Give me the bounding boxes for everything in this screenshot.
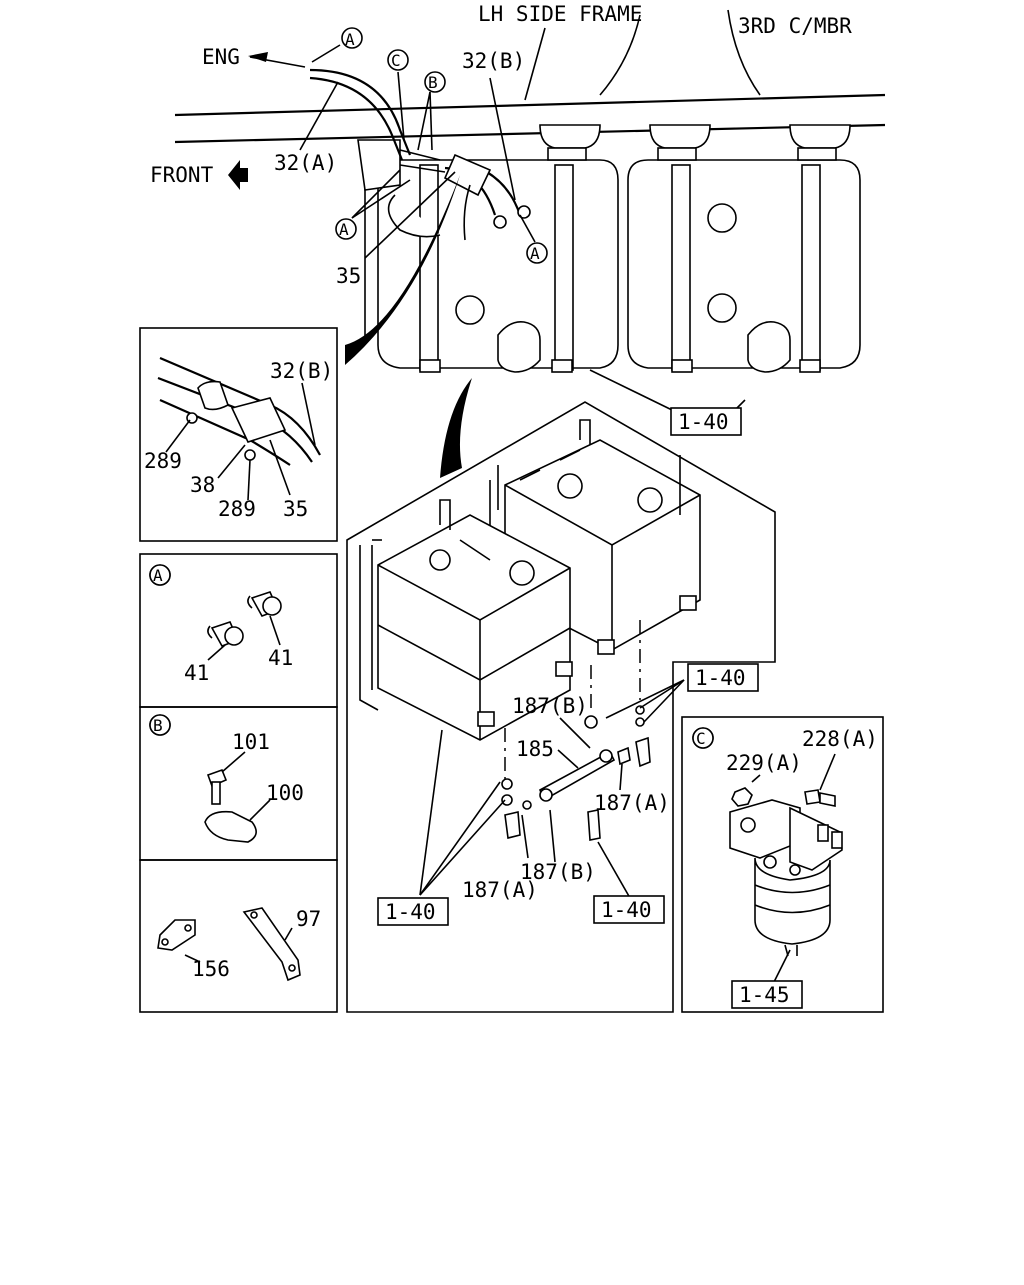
label-38: 38 [190,473,215,497]
ref-box-1-40-bottom: 1-40 [593,895,665,924]
label-187b-top: 187(B) [512,694,588,718]
tank-iso-panel [346,401,776,1013]
label-289-a: 289 [144,449,182,473]
label-185: 185 [516,737,554,761]
label-3rd-cmbr: 3RD C/MBR [738,14,852,38]
label-100: 100 [266,781,304,805]
bolt-187a-lower [587,809,601,841]
clamp-a2 [517,205,531,219]
view-pointer-arrow [440,378,472,478]
detail-panel-hoses [139,327,338,542]
bolt-187a-bottom [504,811,521,839]
callout-a-right: A [526,242,548,264]
fuel-tank-left [364,124,619,373]
label-228a: 228(A) [802,727,878,751]
label-35-detail: 35 [283,497,308,521]
svg-text:A: A [339,220,349,239]
callout-layer: A C B A A A B C [149,27,714,749]
label-101: 101 [232,730,270,754]
ref-box-1-45: 1-45 [731,980,803,1009]
lh-side-frame-rail-lower [174,123,886,144]
label-289-b: 289 [218,497,256,521]
label-layer: LH SIDE FRAME 3RD C/MBR ENG FRONT 32(B) … [144,2,878,981]
svg-text:C: C [696,729,706,748]
label-front: FRONT [150,163,214,187]
hose-down [463,184,471,241]
label-229a: 229(A) [726,751,802,775]
label-187a-bottom: 187(A) [462,878,538,902]
svg-text:1-45: 1-45 [739,983,790,1007]
bolt-187a-right [617,746,631,766]
svg-text:1-40: 1-40 [695,666,746,690]
svg-text:A: A [153,566,163,585]
svg-text:A: A [530,244,540,263]
label-32a: 32(A) [274,151,337,175]
label-97: 97 [296,907,321,931]
clamp-a [493,215,507,229]
svg-text:C: C [391,51,401,70]
hose-32a-2 [309,76,404,161]
fuel-tank-right [627,124,861,373]
lh-side-frame-rail [174,93,886,117]
label-41-a: 41 [184,661,209,685]
detail-panel-brackets [139,859,338,1013]
callout-b-box: B [149,714,171,736]
svg-text:1-40: 1-40 [678,410,729,434]
cmbr-leader [599,14,641,96]
label-lh-side-frame: LH SIDE FRAME [478,2,642,26]
callout-c-top: C [387,49,409,71]
label-32b-detail: 32(B) [270,359,333,383]
svg-text:B: B [428,73,438,92]
label-35-top: 35 [336,264,361,288]
fuel-pipe-185 [538,749,616,802]
svg-text:A: A [345,30,355,49]
label-187b-bottom: 187(B) [520,860,596,884]
ref-box-1-40-left: 1-40 [377,897,449,926]
frame-and-tanks-view [174,9,886,478]
hose-bundle-35 [443,153,492,197]
fuel-filter-on-frame [357,139,446,238]
callout-a-box: A [149,564,171,586]
callout-b-top: B [424,71,446,93]
detail-panel-c [681,716,884,1013]
iso-tank-front [359,499,697,741]
callout-a-mid: A [335,218,357,240]
svg-text:1-40: 1-40 [601,898,652,922]
label-187a-right: 187(A) [594,791,670,815]
callout-a-top: A [341,27,363,49]
svg-text:B: B [153,716,163,735]
svg-text:1-40: 1-40 [385,900,436,924]
label-41-b: 41 [268,646,293,670]
third-cmbr-curve [727,9,761,96]
washer-187b-bottom [522,800,532,810]
detail-pointer-arrow [345,175,460,365]
label-32b-top: 32(B) [462,49,525,73]
label-156: 156 [192,957,230,981]
washer-187b-top [584,715,598,729]
ref-box-1-40-top: 1-40 [670,407,742,436]
front-arrow-icon [228,160,248,190]
hose-32a [309,68,412,156]
frame-leader [524,27,546,101]
callout-c-box: C [692,727,714,749]
bolt-187a-right-2 [635,736,651,768]
ref-box-1-40-right: 1-40 [687,663,759,692]
detail-panel-a [139,553,338,708]
label-eng: ENG [202,45,240,69]
boxed-ref-layer: 1-40 1-40 1-40 1-40 1-45 [377,407,803,1009]
